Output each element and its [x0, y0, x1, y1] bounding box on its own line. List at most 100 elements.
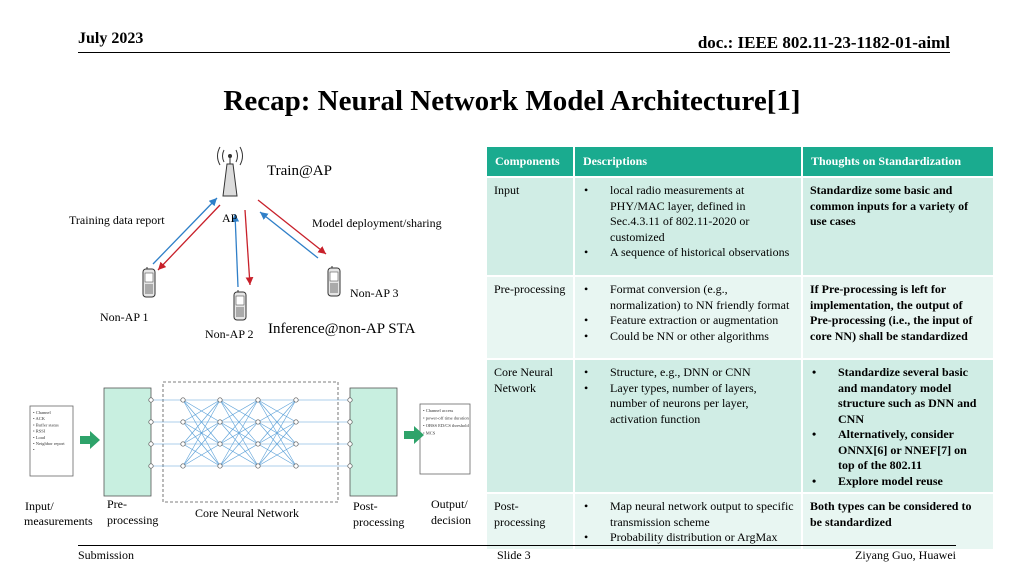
inference-label: Inference@non-AP STA — [268, 321, 416, 337]
footer-divider — [78, 545, 956, 546]
non-ap-1-phone-icon — [142, 266, 156, 298]
description-item: Format conversion (e.g., normalization) … — [582, 282, 794, 313]
header-doc-id: doc.: IEEE 802.11-23-1182-01-aiml — [697, 33, 950, 52]
nn-edge — [219, 399, 259, 423]
row-descriptions: Format conversion (e.g., normalization) … — [575, 275, 803, 358]
nn-edge — [182, 399, 221, 423]
list-entry: • Buffer status — [33, 422, 59, 427]
row-descriptions: Map neural network output to specific tr… — [575, 492, 803, 549]
non-ap-3-phone-icon — [327, 265, 341, 297]
nn-node — [148, 397, 154, 403]
nn-edge — [182, 399, 221, 467]
description-item: Map neural network output to specific tr… — [582, 499, 794, 530]
nn-edge — [219, 421, 259, 467]
row-descriptions: local radio measurements at PHY/MAC laye… — [575, 176, 803, 275]
list-entry: • MCS — [423, 431, 436, 436]
components-table: Components Descriptions Thoughts on Stan… — [487, 147, 995, 549]
nn-edge — [182, 421, 221, 467]
row-thoughts: Standardize some basic and common inputs… — [803, 176, 995, 275]
input-label-line1: Input/ — [25, 499, 54, 513]
row-component: Core Neural Network — [487, 358, 575, 492]
train-at-ap-label: Train@AP — [267, 163, 332, 179]
nn-node — [217, 463, 223, 469]
table-row: Input local radio measurements at PHY/MA… — [487, 176, 995, 275]
description-item: Layer types, number of layers, number of… — [582, 381, 794, 428]
nn-edge — [257, 399, 297, 445]
nn-edge — [182, 443, 221, 467]
neural-network-graph — [148, 397, 353, 469]
output-label-line2: decision — [431, 513, 471, 527]
ap-tower-icon — [217, 146, 243, 197]
table-header-row: Components Descriptions Thoughts on Stan… — [487, 147, 995, 176]
description-item: Structure, e.g., DNN or CNN — [582, 365, 794, 381]
row-thoughts: Standardize several basic and mandatory … — [803, 358, 995, 492]
list-entry: • — [33, 447, 35, 452]
nn-node — [255, 441, 261, 447]
nn-node — [293, 463, 299, 469]
footer-slide-number: Slide 3 — [497, 548, 531, 562]
nn-edge — [257, 421, 297, 467]
description-item: Probability distribution or ArgMax — [582, 530, 794, 546]
nn-node — [255, 419, 261, 425]
header-divider — [78, 52, 950, 53]
nn-edge — [182, 399, 221, 445]
pre-label-line2: processing — [107, 513, 158, 527]
ap-label: AP — [222, 211, 238, 225]
architecture-diagram: Train@AP AP Training data report Model d… — [24, 146, 471, 529]
nn-node — [180, 441, 186, 447]
list-entry: • Channel — [33, 410, 51, 415]
row-component: Input — [487, 176, 575, 275]
thought-item: Explore model reuse — [810, 474, 986, 490]
non-ap-2-phone-icon — [233, 289, 247, 321]
nn-node — [148, 419, 154, 425]
list-entry: • power-off time duration — [423, 416, 470, 421]
non-ap-3-label: Non-AP 3 — [350, 286, 399, 300]
header-descriptions: Descriptions — [575, 147, 803, 176]
table-row: Pre-processing Format conversion (e.g., … — [487, 275, 995, 358]
pre-label-line1: Pre- — [107, 497, 127, 511]
nn-node — [293, 419, 299, 425]
input-list: • Channel• ACK• Buffer status• RSSI• Loa… — [33, 410, 65, 452]
row-component: Post-processing — [487, 492, 575, 549]
footer-left: Submission — [78, 548, 135, 562]
nn-node — [217, 441, 223, 447]
post-label-line1: Post- — [353, 499, 378, 513]
post-processing-block — [349, 387, 398, 497]
nn-node — [255, 463, 261, 469]
description-item: A sequence of historical observations — [582, 245, 794, 261]
core-nn-frame — [162, 381, 339, 503]
model-deployment-label: Model deployment/sharing — [312, 216, 442, 230]
list-entry: • Neighbor report — [33, 441, 65, 446]
thought-item: Standardize several basic and mandatory … — [810, 365, 986, 427]
slide-title: Recap: Neural Network Model Architecture… — [223, 85, 801, 117]
nn-edge — [257, 399, 297, 423]
output-list: • Channel access • power-off time duratio… — [423, 408, 470, 436]
description-item: Feature extraction or augmentation — [582, 313, 794, 329]
output-list-box — [419, 403, 471, 475]
nn-node — [180, 397, 186, 403]
nn-node — [180, 463, 186, 469]
pre-processing-block — [103, 387, 152, 497]
input-list-box — [29, 405, 74, 477]
list-entry: • Channel access — [423, 408, 454, 413]
nn-node — [217, 419, 223, 425]
table-row: Core Neural Network Structure, e.g., DNN… — [487, 358, 995, 492]
list-entry: • Load — [33, 435, 46, 440]
row-thoughts: If Pre-processing is left for implementa… — [803, 275, 995, 358]
nn-node — [347, 463, 353, 469]
footer-author: Ziyang Guo, Huawei — [855, 548, 956, 562]
table-row: Post-processing Map neural network outpu… — [487, 492, 995, 549]
nn-node — [148, 463, 154, 469]
input-arrow-icon — [80, 431, 100, 449]
list-entry: • ACK — [33, 416, 46, 421]
header-thoughts: Thoughts on Standardization — [803, 147, 995, 176]
list-entry: • OBSS ED/CS threshold — [423, 423, 469, 428]
nn-node — [347, 419, 353, 425]
header-date: July 2023 — [78, 30, 144, 47]
nn-node — [148, 441, 154, 447]
nn-node — [255, 397, 261, 403]
header-components: Components — [487, 147, 575, 176]
row-descriptions: Structure, e.g., DNN or CNN Layer types,… — [575, 358, 803, 492]
nn-node — [293, 397, 299, 403]
core-nn-label: Core Neural Network — [195, 506, 299, 520]
